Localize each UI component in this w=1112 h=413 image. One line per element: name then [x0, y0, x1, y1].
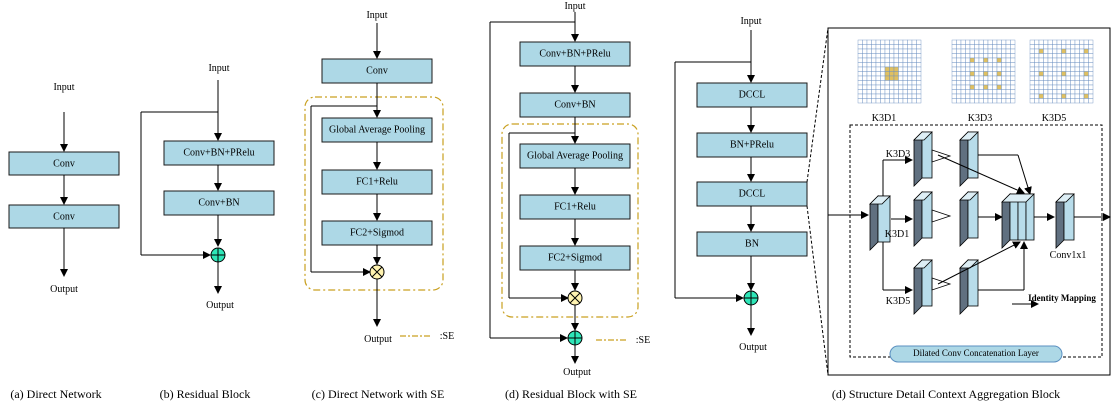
bn-prelu-label: BN+PRelu — [730, 139, 774, 150]
gap-label: Global Average Pooling — [527, 150, 623, 161]
dccl-name-label: Dilated Conv Concatenation Layer — [913, 348, 1039, 358]
diagram-e-sdca-block: Input DCCL BN+PRelu DCCL BN Output K3D1 … — [674, 16, 1111, 401]
dccl-box-1 — [696, 82, 808, 108]
input-label: Input — [740, 16, 761, 27]
conv-box-1-label: Conv — [53, 158, 75, 169]
input-feature-block — [869, 195, 891, 251]
conv-bn-prelu-box — [519, 41, 631, 67]
conv1x1-label: Conv1x1 — [1050, 250, 1087, 261]
fc1-label: FC1+Relu — [554, 201, 596, 212]
kernel-grid-k3d3 — [951, 39, 1016, 104]
gap-label: Global Average Pooling — [329, 124, 425, 135]
kernel-label-k3d5: K3D5 — [1042, 113, 1066, 124]
kernel-label-k3d3: K3D3 — [968, 113, 992, 124]
diagram-d-residual-block-se: Input Conv+BN+PRelu Conv+BN Global Avera… — [489, 1, 650, 401]
dccl-box-1-label: DCCL — [739, 89, 766, 100]
diagram-a-direct-network: Input Conv Conv Output (a) Direct Networ… — [8, 82, 120, 401]
conv-block-k3d1 — [913, 191, 979, 247]
bn-box — [696, 231, 808, 257]
fc2-label: FC2+Sigmod — [350, 227, 404, 238]
diagram-c-direct-network-se: Input Conv Global Average Pooling FC1+Re… — [304, 10, 454, 401]
identity-mapping-label: Identity Mapping — [1028, 293, 1096, 303]
gap-box — [519, 143, 631, 169]
detail-panel — [827, 27, 1111, 376]
conv-bn-label: Conv+BN — [554, 99, 595, 110]
conv-bn-prelu-label: Conv+BN+PRelu — [183, 147, 254, 158]
input-label: Input — [366, 10, 387, 21]
dccl-box-2-label: DCCL — [739, 188, 766, 199]
conv-bn-prelu-box — [163, 140, 275, 166]
output-label: Output — [364, 334, 392, 345]
conv1x1-block — [1055, 193, 1075, 249]
kernel-grid-k3d5 — [1029, 39, 1094, 104]
branch-label-k3d1: K3D1 — [885, 229, 909, 240]
output-label: Output — [739, 342, 767, 353]
branch-label-k3d3: K3D3 — [886, 149, 910, 160]
dccl-name-pill — [889, 345, 1063, 363]
se-block-border — [304, 96, 444, 291]
conv-box-2-label: Conv — [53, 211, 75, 222]
bn-label: BN — [745, 238, 759, 249]
caption-e: (d) Structure Detail Context Aggregation… — [832, 387, 1060, 401]
conv-block-k3d3 — [913, 131, 979, 187]
conv-block-k3d5 — [913, 259, 979, 315]
bn-prelu-box — [696, 132, 808, 158]
caption-c: (c) Direct Network with SE — [312, 387, 445, 401]
diagram-b-residual-block: Input Conv+BN+PRelu Conv+BN Output (b) R… — [140, 63, 275, 401]
fc1-box — [321, 169, 433, 195]
gap-box — [321, 117, 433, 143]
fc1-label: FC1+Relu — [356, 176, 398, 187]
conv-box — [321, 58, 433, 84]
kernel-label-k3d1: K3D1 — [872, 113, 896, 124]
fc2-box — [321, 220, 433, 246]
caption-b: (b) Residual Block — [160, 387, 251, 401]
conv-bn-box — [163, 190, 275, 216]
caption-a: (a) Direct Network — [10, 387, 101, 401]
branch-label-k3d5: K3D5 — [886, 296, 910, 307]
input-label: Input — [208, 63, 229, 74]
conv-bn-label: Conv+BN — [198, 197, 239, 208]
output-label: Output — [206, 300, 234, 311]
kernel-grid-k3d1 — [857, 39, 922, 104]
se-legend-label: :SE — [440, 331, 454, 342]
conv-label: Conv — [366, 65, 388, 76]
fc1-box — [519, 194, 631, 220]
output-label: Output — [563, 367, 591, 378]
concat-block — [1001, 193, 1035, 249]
fc2-label: FC2+Sigmod — [548, 252, 602, 263]
se-legend-label: :SE — [636, 335, 650, 346]
dccl-box-2 — [696, 181, 808, 207]
caption-d: (d) Residual Block with SE — [505, 387, 637, 401]
conv-bn-prelu-label: Conv+BN+PRelu — [539, 48, 610, 59]
output-label: Output — [50, 284, 78, 295]
se-block-border — [501, 123, 639, 318]
input-label: Input — [53, 82, 74, 93]
input-label: Input — [564, 1, 585, 12]
